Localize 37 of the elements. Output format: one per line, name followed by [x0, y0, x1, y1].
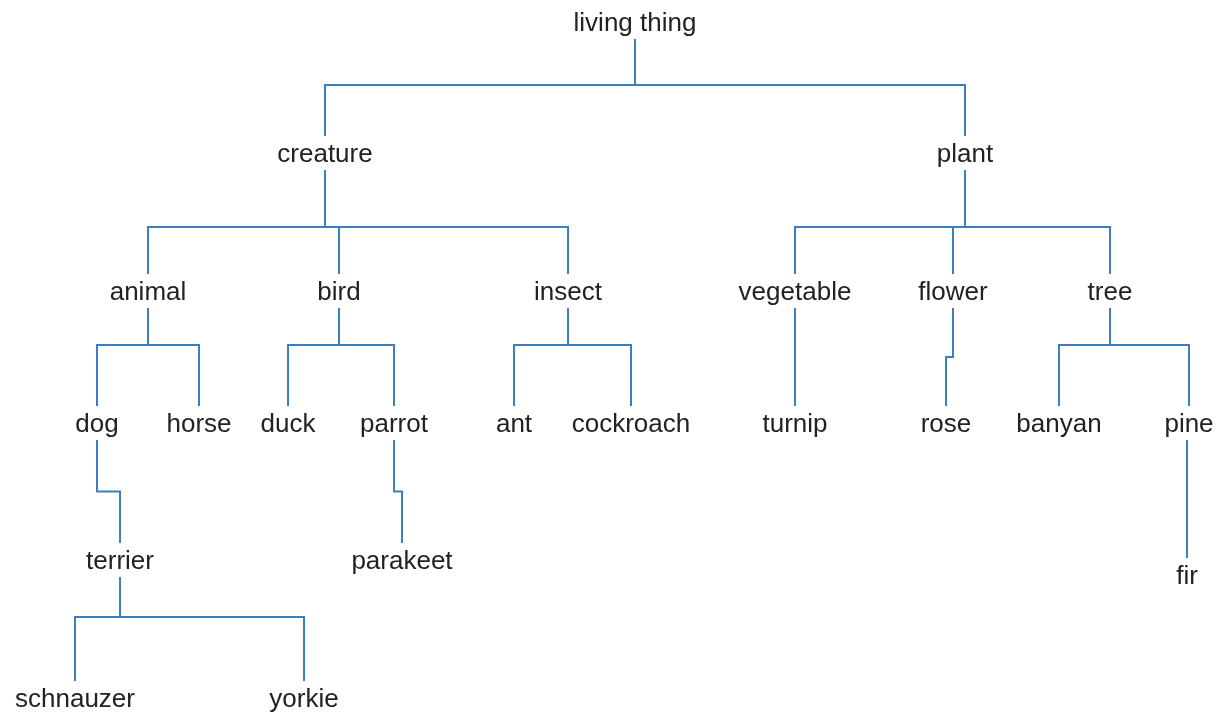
- connector-line: [147, 307, 200, 407]
- connector-line: [567, 307, 632, 407]
- tree-node-label: living thing: [573, 7, 697, 37]
- tree-node-label: yorkie: [269, 683, 339, 713]
- tree-node-label: dog: [75, 408, 119, 438]
- connector-line: [96, 439, 121, 544]
- connector-line: [393, 439, 403, 544]
- tree-node-label: tree: [1087, 276, 1133, 306]
- connector-line: [324, 169, 569, 275]
- connector-line: [634, 38, 966, 137]
- tree-node-label: parakeet: [351, 545, 453, 575]
- tree-node-label: bird: [317, 276, 361, 306]
- tree-node-label: fir: [1176, 560, 1198, 590]
- tree-node-label: pine: [1164, 408, 1214, 438]
- tree-node-label: plant: [936, 138, 994, 168]
- tree-node-label: schnauzer: [15, 683, 135, 713]
- connector-line: [964, 169, 1111, 275]
- tree-node-label: creature: [277, 138, 373, 168]
- tree-node-label: cockroach: [571, 408, 691, 438]
- tree-node-label: rose: [920, 408, 972, 438]
- tree-node-label: banyan: [1016, 408, 1102, 438]
- tree-node-label: horse: [166, 408, 232, 438]
- connector-line: [794, 307, 796, 407]
- tree-node-label: terrier: [86, 545, 154, 575]
- tree-node-label: ant: [495, 408, 533, 438]
- connector-line: [945, 307, 954, 407]
- tree-node-label: animal: [109, 276, 187, 306]
- tree-node-label: turnip: [762, 408, 828, 438]
- tree-node-label: flower: [918, 276, 988, 306]
- tree-node-label: vegetable: [738, 276, 852, 306]
- connector-line: [119, 576, 305, 682]
- connector-line: [1186, 439, 1188, 559]
- tree-node-label: insect: [534, 276, 602, 306]
- connector-line: [338, 307, 395, 407]
- tree-node-label: duck: [260, 408, 316, 438]
- connector-line: [1109, 307, 1190, 407]
- tree-node-label: parrot: [360, 408, 428, 438]
